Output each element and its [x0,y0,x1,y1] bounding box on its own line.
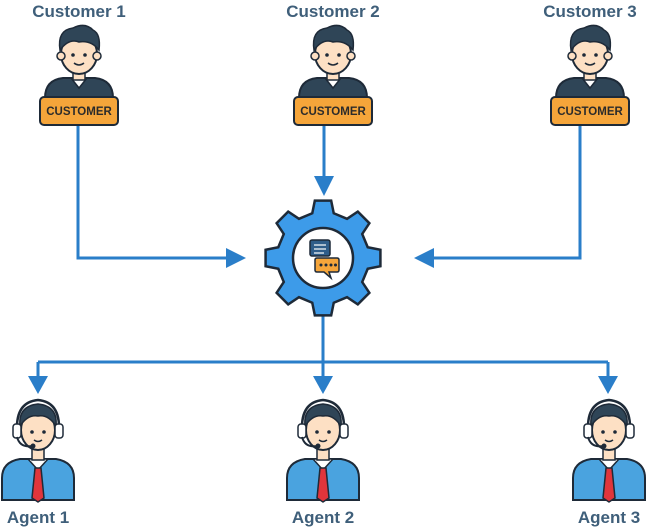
agent-tie [316,467,330,503]
connector-customer-1 [76,126,238,260]
arrowhead-agent-2 [313,376,333,394]
arrowhead-agent-3 [598,376,618,394]
customer-connectors [76,126,582,260]
customer-badge-text: CUSTOMER [46,106,112,118]
customer-hair [312,24,355,52]
customer-arrowheads [226,176,434,268]
agents [1,398,646,503]
customer-hair [569,24,612,52]
customer-badge-text: CUSTOMER [300,106,366,118]
hub-gear [264,199,382,317]
customer-hair [58,24,101,52]
arrowhead-customer-2 [314,176,334,196]
agent-arrowheads [28,376,618,394]
arrowhead-agent-1 [28,376,48,394]
customers: CUSTOMER CUSTOMER CUSTOMER [39,24,630,126]
chat-bubbles-icon [309,239,340,281]
arrowhead-customer-3 [414,248,434,268]
customer-badge-text: CUSTOMER [557,106,623,118]
agent-1-label: Agent 1 [6,508,70,527]
customer-figure: CUSTOMER [39,24,119,126]
customer-badge [293,96,373,126]
customer-badge [550,96,630,126]
headset-agent-icon [572,398,646,503]
customer-figure: CUSTOMER [293,24,373,126]
agent-tie [602,467,616,503]
agent-3-label: Agent 3 [577,508,641,527]
connector-customer-3 [422,126,582,260]
agent-2-label: Agent 2 [291,508,355,527]
arrowhead-customer-1 [226,248,246,268]
customer-2-label: Customer 2 [286,2,380,21]
customer-badge [39,96,119,126]
customer-3-label: Customer 3 [543,2,637,21]
customer-1-label: Customer 1 [32,2,126,21]
headset-agent-icon [286,398,360,503]
headset-agent-icon [1,398,75,503]
agent-tie [31,467,45,503]
agent-connectors [36,312,610,380]
customer-figure: CUSTOMER [550,24,630,126]
